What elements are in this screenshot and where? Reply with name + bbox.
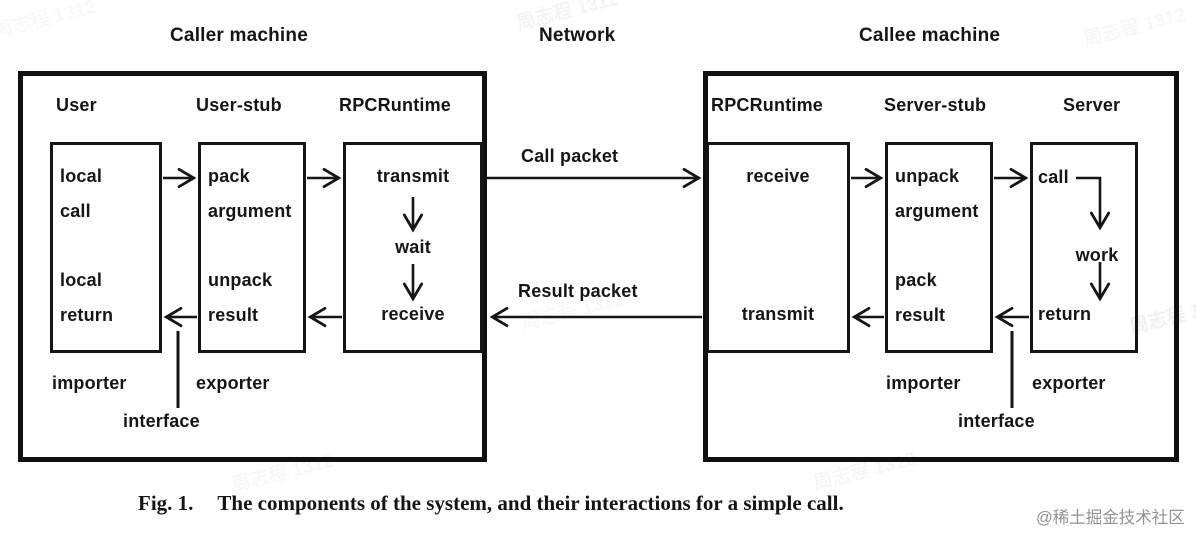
watermark-top-left: 周志程 1312 [0,0,99,43]
wait-label: wait [395,237,431,257]
exporter-callee-label: exporter [1032,373,1106,393]
result-line: result [208,305,259,325]
unpack-callee-line: unpack [895,166,960,186]
importer-caller-label: importer [52,373,127,393]
user-box-bottom-text: local return [60,263,113,333]
figure-caption: Fig. 1. The components of the system, an… [138,491,844,516]
call-label: call [1038,167,1069,187]
call-packet-label: Call packet [521,146,619,166]
transmit-label: transmit [376,166,450,186]
interface-callee-label: interface [958,411,1035,431]
rpcruntime-caller-box: transmit wait receive [343,142,483,353]
watermark-brand: @稀土掘金技术社区 [1036,509,1185,527]
user-box: local call local return [50,142,162,353]
caption-fig-number: Fig. 1. [138,491,194,515]
user-stub-top-text: pack argument [208,159,292,229]
header-rpcruntime-caller: RPCRuntime [339,95,452,115]
caller-machine-box [18,71,487,462]
user-local-return-line2: return [60,305,114,325]
watermark-top-right: 周志程 1312 [1081,4,1189,51]
receive-callee-label: receive [746,166,810,186]
callee-machine-box [703,71,1179,462]
user-local-call-line1: local [60,166,103,186]
network-title: Network [539,25,616,46]
header-rpcruntime-callee: RPCRuntime [711,95,824,115]
interface-caller-label: interface [123,411,200,431]
transmit-callee-label: transmit [741,304,815,324]
importer-callee-label: importer [886,373,961,393]
pack-callee-line: pack [895,270,937,290]
user-stub-bottom-text: unpack result [208,263,272,333]
rpcruntime-callee-box: receive transmit [706,142,850,353]
callee-machine-title: Callee machine [859,25,1001,46]
argument-callee-line: argument [895,201,979,221]
user-box-top-text: local call [60,159,102,229]
header-user-stub: User-stub [196,95,282,115]
return-label: return [1038,304,1092,324]
exporter-caller-label: exporter [196,373,270,393]
server-stub-box: unpack argument pack result [885,142,993,353]
user-stub-box: pack argument unpack result [198,142,306,353]
header-server: Server [1063,95,1121,115]
server-stub-bottom-text: pack result [895,263,945,333]
pack-line: pack [208,166,250,186]
result-packet-label: Result packet [518,281,638,301]
server-stub-top-text: unpack argument [895,159,979,229]
result-callee-line: result [895,305,946,325]
server-box: call work return [1030,142,1138,353]
header-user: User [56,95,97,115]
header-server-stub: Server-stub [884,95,987,115]
caption-text: The components of the system, and their … [217,491,844,515]
user-local-return-line1: local [60,270,103,290]
user-local-call-line2: call [60,201,91,221]
argument-line: argument [208,201,292,221]
receive-label: receive [381,304,445,324]
unpack-line: unpack [208,270,273,290]
work-label: work [1075,245,1119,265]
caller-machine-title: Caller machine [170,25,308,46]
